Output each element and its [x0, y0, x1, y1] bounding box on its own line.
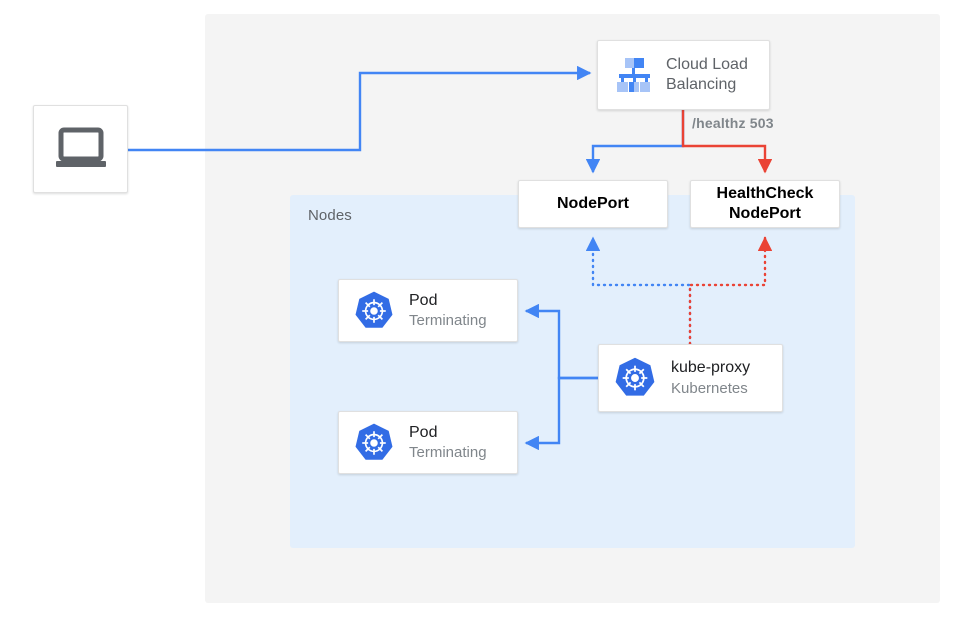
- pod-1-subtitle: Terminating: [409, 312, 487, 330]
- nodeport-node[interactable]: NodePort: [518, 180, 668, 228]
- pod-2-title: Pod: [409, 423, 438, 441]
- kube-proxy-subtitle: Kubernetes: [671, 379, 748, 397]
- kube-proxy-node[interactable]: kube-proxy Kubernetes: [598, 344, 783, 412]
- pod-2-text: Pod Terminating: [409, 423, 487, 463]
- nodeport-label: NodePort: [557, 195, 629, 212]
- healthcheck-nodeport-label: HealthCheck NodePort: [716, 185, 814, 222]
- pod-node-2[interactable]: Pod Terminating: [338, 411, 518, 474]
- kube-proxy-text: kube-proxy Kubernetes: [671, 358, 750, 398]
- cloud-load-balancing-node[interactable]: Cloud Load Balancing: [597, 40, 770, 110]
- kubernetes-icon: [613, 356, 657, 400]
- kubernetes-icon: [353, 290, 395, 332]
- pod-node-1[interactable]: Pod Terminating: [338, 279, 518, 342]
- pod-1-title: Pod: [409, 291, 438, 309]
- kubernetes-icon: [353, 422, 395, 464]
- pod-2-subtitle: Terminating: [409, 444, 487, 462]
- kube-proxy-title: kube-proxy: [671, 359, 751, 377]
- healthz-edge-label: /healthz 503: [692, 115, 774, 131]
- pod-1-text: Pod Terminating: [409, 291, 487, 331]
- nodes-panel-label: Nodes: [308, 207, 352, 224]
- cloud-load-balancing-icon: [612, 56, 652, 94]
- client-node[interactable]: [33, 105, 128, 193]
- healthcheck-nodeport-node[interactable]: HealthCheck NodePort: [690, 180, 840, 228]
- laptop-icon: [54, 127, 108, 171]
- cloud-load-balancing-label: Cloud Load Balancing: [666, 55, 748, 93]
